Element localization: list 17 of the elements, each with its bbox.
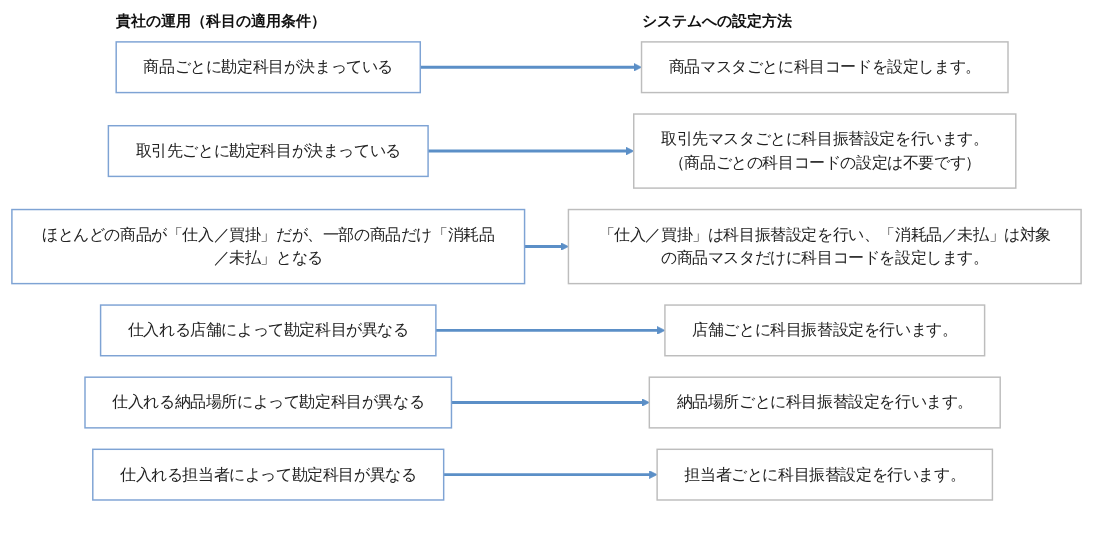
node-box: 「仕入／買掛」は科目振替設定を行い、「消耗品／未払」は対象の商品マスタだけに科目コードを設定します。 — [567, 208, 1082, 285]
arrow — [443, 470, 658, 479]
arrow — [420, 62, 642, 72]
node-box: 仕入れる納品場所によって勘定科目が異なる — [84, 376, 453, 429]
node-box: 担当者ごとに科目振替設定を行います。 — [656, 448, 994, 501]
node-box: 納品場所ごとに科目振替設定を行います。 — [648, 376, 1001, 429]
node-box: 仕入れる担当者によって勘定科目が異なる — [92, 448, 445, 501]
node-box: ほとんどの商品が「仕入／買掛」だが、一部の商品だけ「消耗品／未払」となる — [11, 208, 526, 285]
node-box: 商品ごとに勘定科目が決まっている — [115, 41, 421, 94]
node-box: 仕入れる店舗によって勘定科目が異なる — [99, 304, 437, 357]
node-box: 取引先ごとに勘定科目が決まっている — [107, 125, 429, 178]
column-heading: 貴社の運用（科目の適用条件） — [116, 12, 326, 31]
arrow — [524, 242, 569, 251]
node-box: 店舗ごとに科目振替設定を行います。 — [664, 304, 986, 357]
node-box: 取引先マスタごとに科目振替設定を行います。 （商品ごとの科目コードの設定は不要です） — [633, 113, 1017, 189]
arrow — [451, 398, 650, 407]
node-box: 商品マスタごとに科目コードを設定します。 — [640, 41, 1009, 94]
